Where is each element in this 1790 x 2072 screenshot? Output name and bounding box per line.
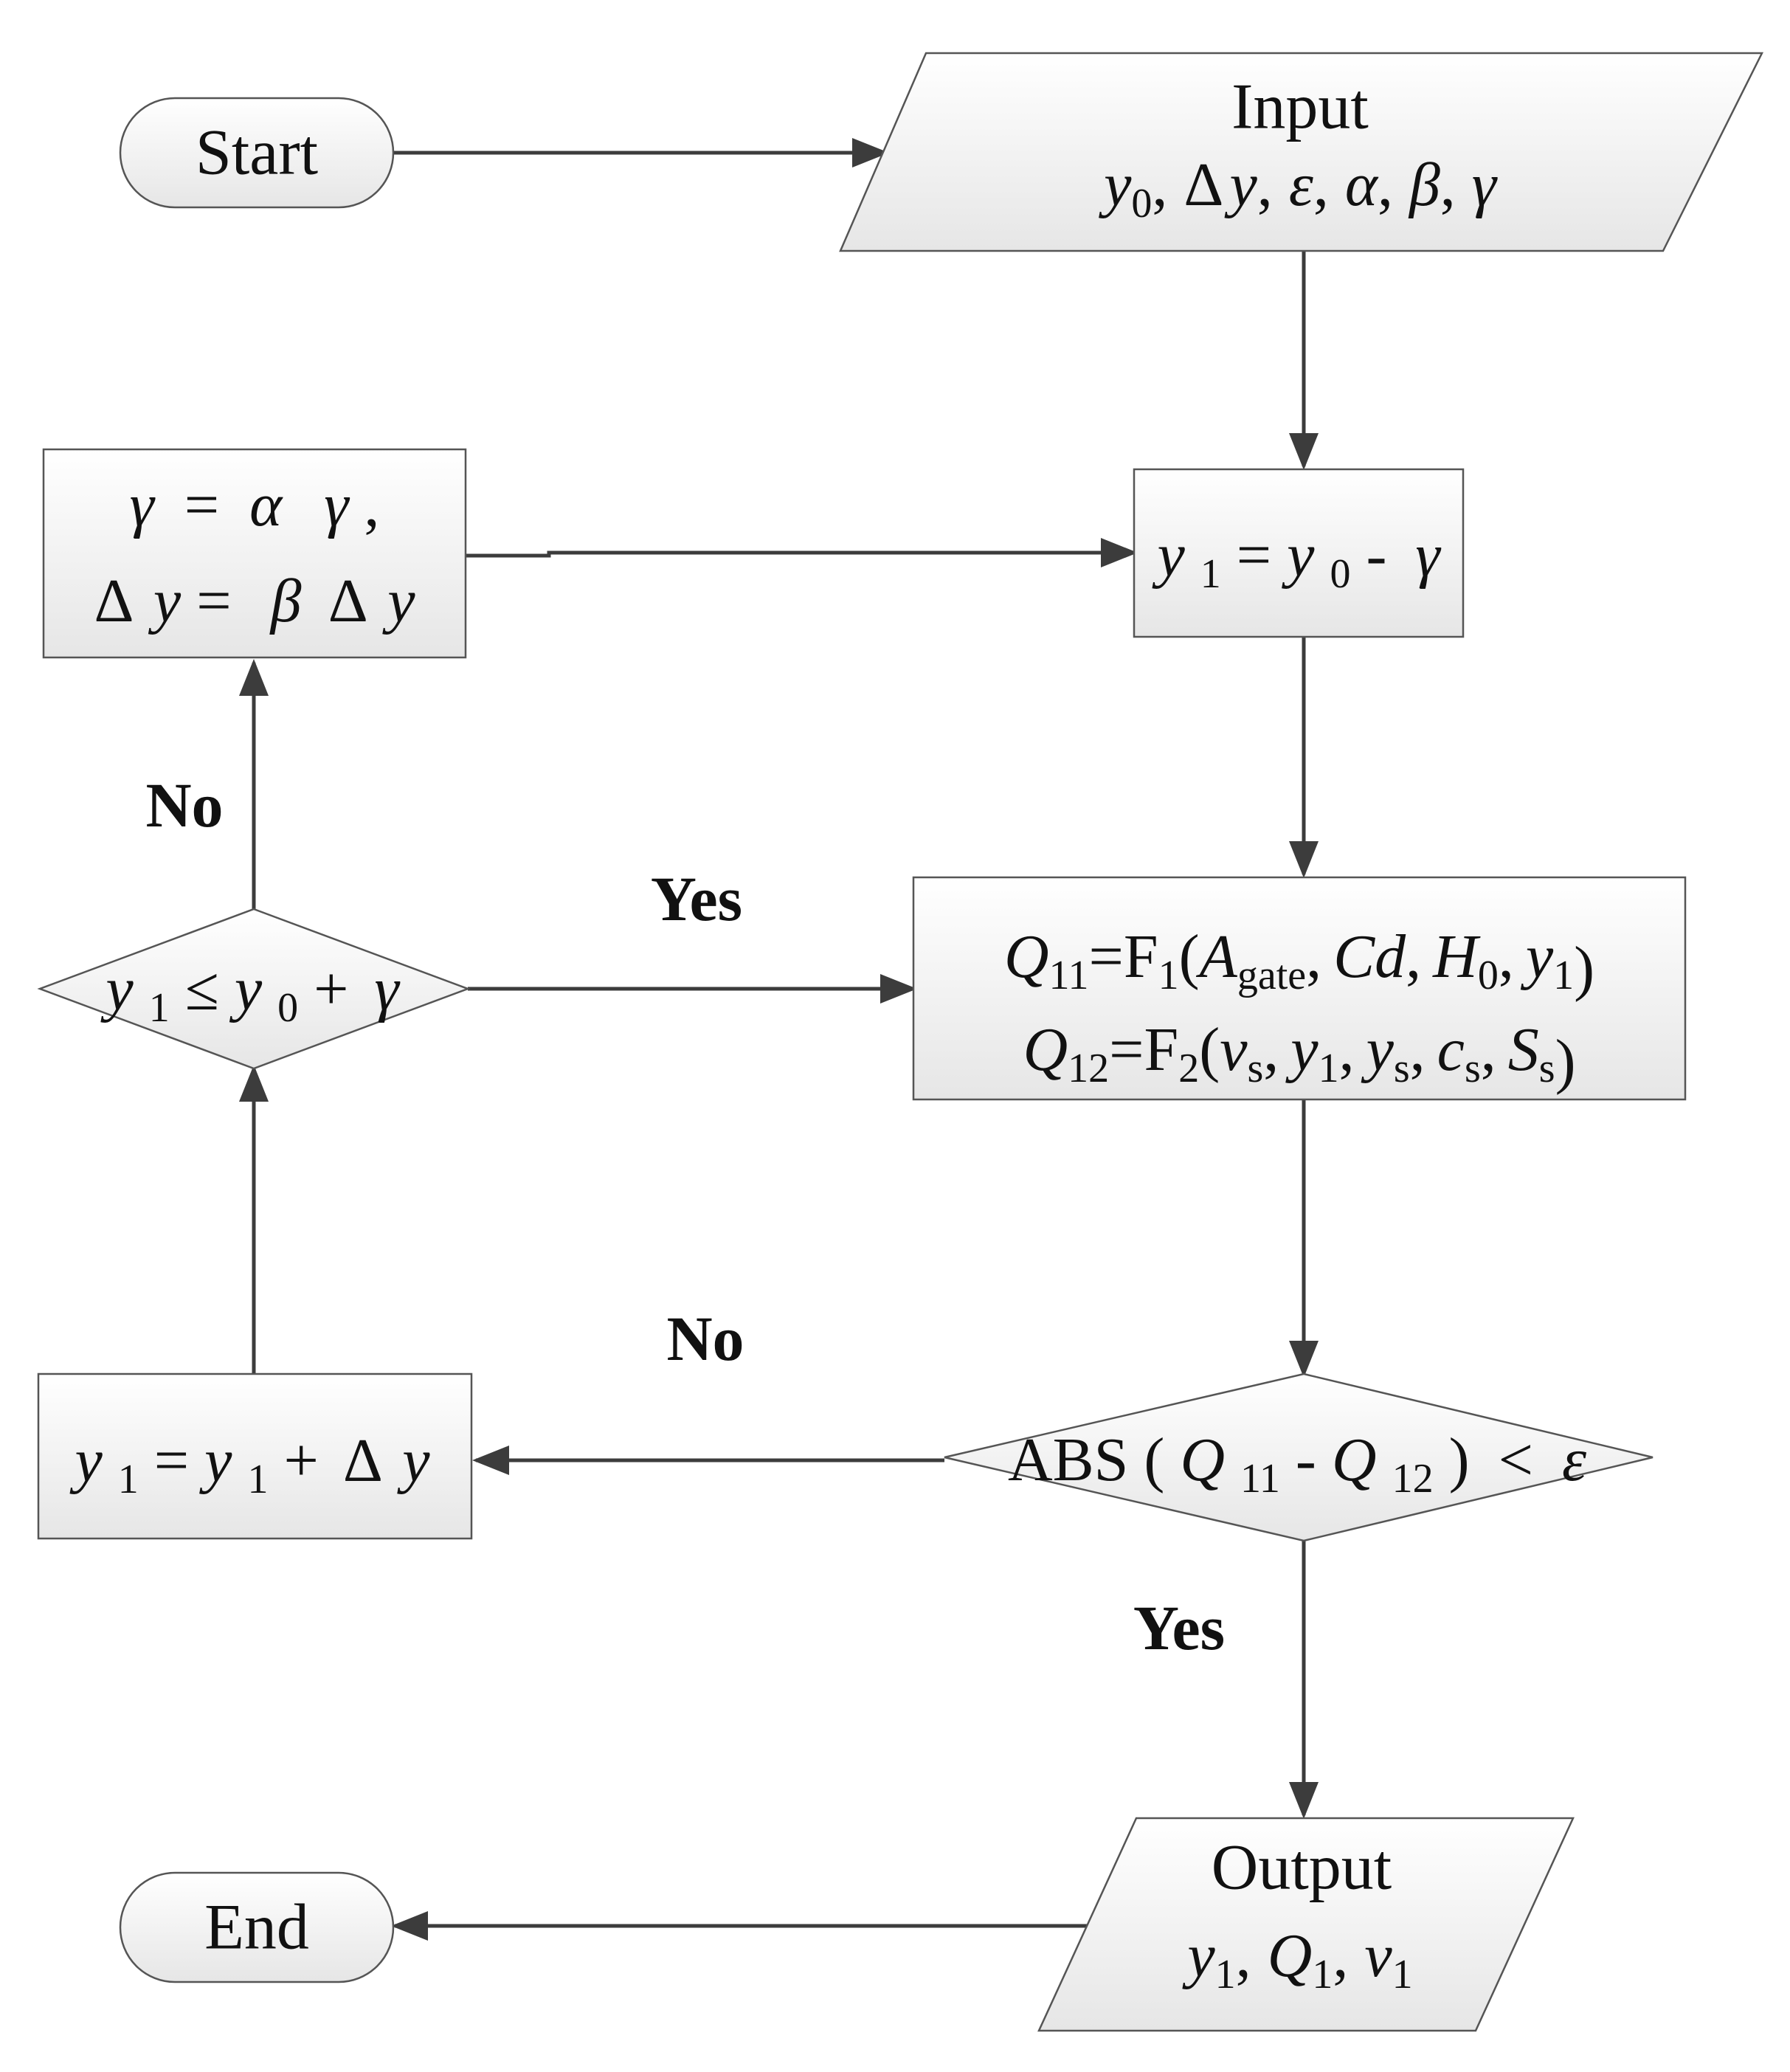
range-check-expr: y 1 ≤ y 0 + γ [100,955,400,1035]
converge-check-node: ABS ( Q 11 - Q 12 ) < ε [944,1372,1653,1542]
range-check-node: y 1 ≤ y 0 + γ [37,908,471,1070]
update-params-node: γ = α γ , Δ y = β Δ y [42,448,467,659]
arrow-update-to-init [466,538,1138,567]
compute-q11-eq: Q11=F1(Agate,Cd,H0,y1) [1004,922,1594,1003]
branch-label-converge-yes: Yes [1133,1592,1225,1663]
init-y1-node: y 1 = y 0 - γ [1133,468,1465,638]
update-deltay-eq: Δ y = β Δ y [94,567,416,635]
start-node: Start [119,97,395,209]
branch-label-range-no: No [145,770,223,840]
compute-q12-eq: Q12=F2(vs,y1,ys,cs,Ss) [1023,1015,1575,1096]
update-gamma-eq: γ = α γ , [130,471,380,539]
branch-labels: No Yes No Yes [145,770,1225,1663]
init-y1-eq: y 1 = y 0 - γ [1151,521,1441,601]
converge-check-expr: ABS ( Q 11 - Q 12 ) < ε [1008,1426,1587,1506]
connectors [239,138,1319,1941]
branch-label-converge-no: No [666,1303,744,1374]
output-title: Output [1212,1832,1392,1904]
branch-label-range-yes: Yes [651,863,742,934]
input-title: Input [1231,72,1369,143]
output-params: y1,Q1,v1 [1181,1921,1412,1997]
compute-q-node: Q11=F1(Agate,Cd,H0,y1) Q12=F2(vs,y1,ys,c… [912,876,1687,1101]
step-y1-eq: y 1 = y 1 + Δ y [69,1426,430,1507]
start-label: Start [196,117,318,189]
input-node: Input y0,Δy,ε,α,β,γ [839,52,1764,252]
output-node: Output y1,Q1,v1 [1037,1817,1575,2032]
end-label: End [204,1892,309,1964]
input-params: y0,Δy,ε,α,β,γ [1098,151,1498,227]
step-y1-node: y 1 = y 1 + Δ y [37,1372,473,1540]
end-node: End [119,1871,395,1983]
